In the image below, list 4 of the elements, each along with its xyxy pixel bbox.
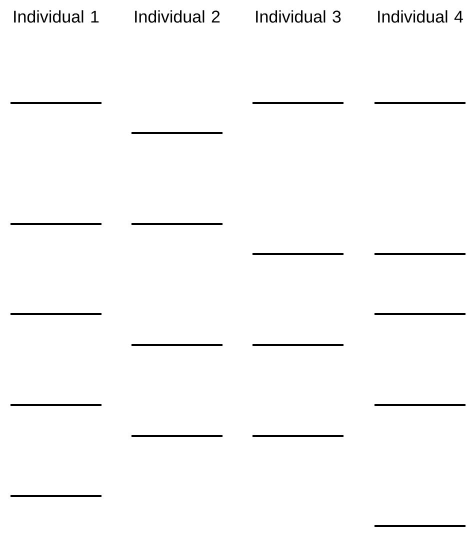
column-heading: Individual 3 (256, 10, 341, 23)
column-heading: Individual 1 (14, 10, 99, 23)
column-heading: Individual 4 (378, 10, 463, 23)
column-heading: Individual 2 (135, 10, 220, 23)
